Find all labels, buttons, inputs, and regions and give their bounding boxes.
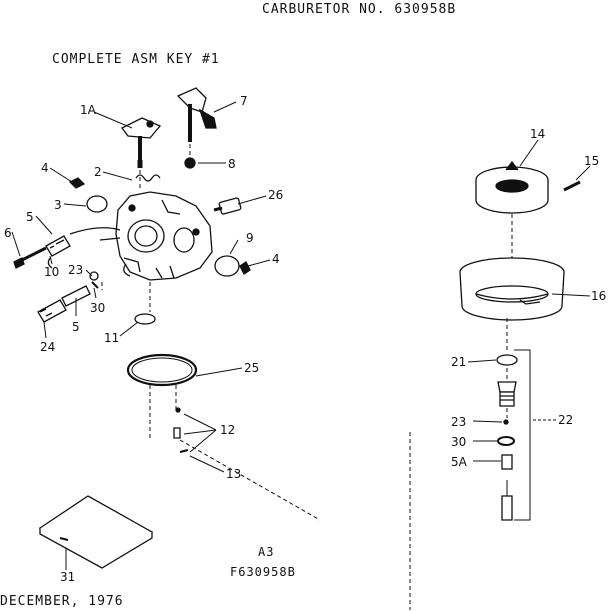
part-21-gasket [496,354,518,366]
part-14-filter-cover [475,160,549,214]
callout-10: 10 [44,265,59,279]
callout-4-right: 4 [272,252,280,266]
part-6-idle-needle [13,246,47,269]
callout-16: 16 [591,289,606,303]
part-5a-spring [501,454,513,470]
callout-7: 7 [240,94,248,108]
part-11-plug [134,313,156,325]
callout-5-upper: 5 [26,210,34,224]
part-22-bowl-nut [497,381,517,407]
callout-11: 11 [104,331,119,345]
diagram-title: CARBURETOR NO. 630958B [262,2,457,17]
callout-13: 13 [226,467,241,481]
callout-9: 9 [246,231,254,245]
part-5-spring-upper [45,235,71,257]
part-9-choke-plate [214,255,240,277]
part-24-main-needle [37,285,91,323]
part-10-link [47,257,53,269]
callout-25: 25 [244,361,259,375]
callout-24: 24 [40,340,55,354]
callout-2: 2 [94,165,102,179]
part-3-throttle-plate [86,195,108,213]
callout-23-left: 23 [68,263,83,277]
part-1a-throttle-shaft [121,117,162,168]
callout-21: 21 [451,355,466,369]
part-2-spring [135,174,161,182]
part-15-pin [563,180,581,192]
callout-12: 12 [220,423,235,437]
figure-code: F630958B [230,565,296,579]
callout-8: 8 [228,157,236,171]
callout-30-right: 30 [451,435,466,449]
callout-6: 6 [4,226,12,240]
part-23-washer [89,271,99,281]
part-8-seal [184,157,196,169]
part-25-gasket [126,353,198,387]
carburetor-body [69,191,213,281]
callout-31: 31 [60,570,75,584]
callout-3: 3 [54,198,62,212]
callout-30-left: 30 [90,301,105,315]
callout-22: 22 [558,413,573,427]
callout-5-lower: 5 [72,320,80,334]
callout-14: 14 [530,127,545,141]
part-16-float-bowl [459,257,565,321]
bowl-drain-pin [501,480,513,521]
callout-5a: 5A [451,455,468,469]
part-4-screw-right [239,261,251,275]
callout-15: 15 [584,154,599,168]
part-30-washer [497,436,515,446]
callout-4-top: 4 [41,161,49,175]
publication-date: DECEMBER, 1976 [0,594,124,609]
part-23-ball [503,419,509,425]
callout-1a: 1A [80,103,97,117]
callout-26: 26 [268,188,283,202]
part-4-screw-top [68,177,86,189]
page-ref: A3 [258,545,275,559]
assembly-key-label: COMPLETE ASM KEY #1 [52,52,220,67]
part-26-fitting [213,197,242,215]
part-30-seal [91,281,99,289]
callout-23-right: 23 [451,415,466,429]
part-31-booklet [38,495,154,569]
part-7-choke-shaft [176,87,217,142]
